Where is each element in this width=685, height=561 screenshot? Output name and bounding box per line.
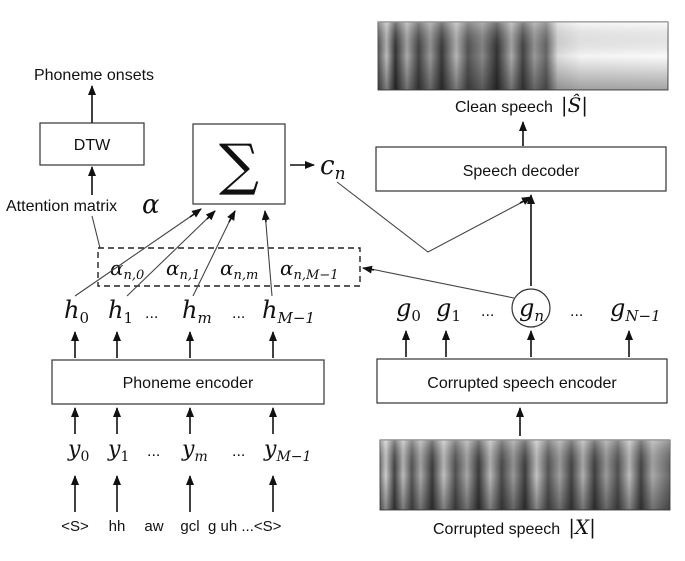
encoder-state-h0: h0 [64, 296, 89, 327]
hlast-to-sum-arrowhead [261, 210, 270, 223]
hlast-to-sum-line [264, 211, 273, 297]
phoneme-inputs-ellipsis-2: ... [232, 443, 245, 460]
attention-matrix-label: Attention matrix [6, 198, 117, 215]
hm-to-sum-arrowhead [227, 210, 236, 223]
encoder-states-ellipsis-1: ... [145, 305, 158, 322]
h1-to-sum-line [126, 211, 215, 297]
attention-weight-last: αn,M−1 [280, 256, 339, 283]
attention-weight-1: αn,1 [166, 256, 200, 283]
phoneme-token-aw: aw [144, 518, 163, 535]
dtw-label: DTW [74, 137, 111, 154]
summation-box [192, 123, 286, 205]
decoder-state-g1: g1 [436, 294, 461, 325]
decoder-state-glast: gN−1 [610, 294, 661, 325]
phoneme-input-y1: y1 [107, 437, 129, 465]
h1-to-sum-arrowhead [205, 210, 216, 221]
clean-speech-spectrogram-shading [378, 22, 668, 90]
decoder-states-ellipsis-2: ... [570, 303, 583, 320]
hm-to-sum-line [192, 211, 235, 297]
decoder-state-gn: gn [519, 294, 544, 325]
phoneme-token-rest: g uh ...<S> [208, 518, 282, 535]
attention-weights-box [97, 247, 361, 287]
phoneme-input-ym: ym [181, 437, 208, 465]
context-to-decoder-line [336, 181, 531, 253]
summation-symbol: ∑ [219, 133, 259, 198]
attention-weight-m: αn,m [220, 256, 258, 283]
phoneme-input-y0: y0 [67, 437, 89, 465]
decoder-state-g0: g0 [396, 294, 421, 325]
phoneme-encoder-box [51, 359, 325, 405]
decoder-state-to-attention-arrowhead [362, 265, 375, 274]
encoder-state-h1: h1 [108, 296, 133, 327]
phoneme-encoder-label: Phoneme encoder [123, 375, 254, 392]
h0-to-sum-arrowhead [189, 208, 202, 218]
attention-weight-0: αn,0 [110, 256, 144, 283]
phoneme-token-gcl: gcl [180, 518, 199, 535]
speech-decoder-label: Speech decoder [463, 163, 580, 180]
phoneme-token-start: <S> [61, 518, 89, 535]
phoneme-token-hh: hh [109, 518, 126, 535]
context-to-decoder-arrowhead [519, 196, 532, 205]
corrupted-speech-label: Corrupted speech|X| [433, 515, 596, 540]
h0-to-sum-line [74, 209, 201, 297]
encoder-state-hlast: hM−1 [262, 296, 315, 327]
phoneme-input-ylast: yM−1 [263, 437, 311, 465]
corrupted-speech-encoder-box [376, 358, 668, 404]
context-vector-label: cn [320, 151, 346, 184]
phoneme-onsets-label: Phoneme onsets [34, 67, 154, 84]
attention-matrix-connector [91, 215, 101, 249]
phoneme-inputs-ellipsis-1: ... [147, 443, 160, 460]
dtw-box [39, 122, 145, 166]
current-decoder-state-circle [511, 288, 551, 328]
decoder-states-ellipsis-1: ... [481, 303, 494, 320]
encoder-states-ellipsis-2: ... [232, 305, 245, 322]
decoder-state-to-attention-line [365, 267, 515, 299]
speech-decoder-box [375, 146, 667, 192]
corrupted-speech-spectrogram-shading [380, 440, 670, 510]
clean-speech-label: Clean speech|Ŝ| [455, 92, 588, 118]
encoder-state-hm: hm [182, 296, 212, 327]
attention-alpha-symbol: α [142, 190, 160, 220]
corrupted-speech-encoder-label: Corrupted speech encoder [427, 375, 617, 392]
